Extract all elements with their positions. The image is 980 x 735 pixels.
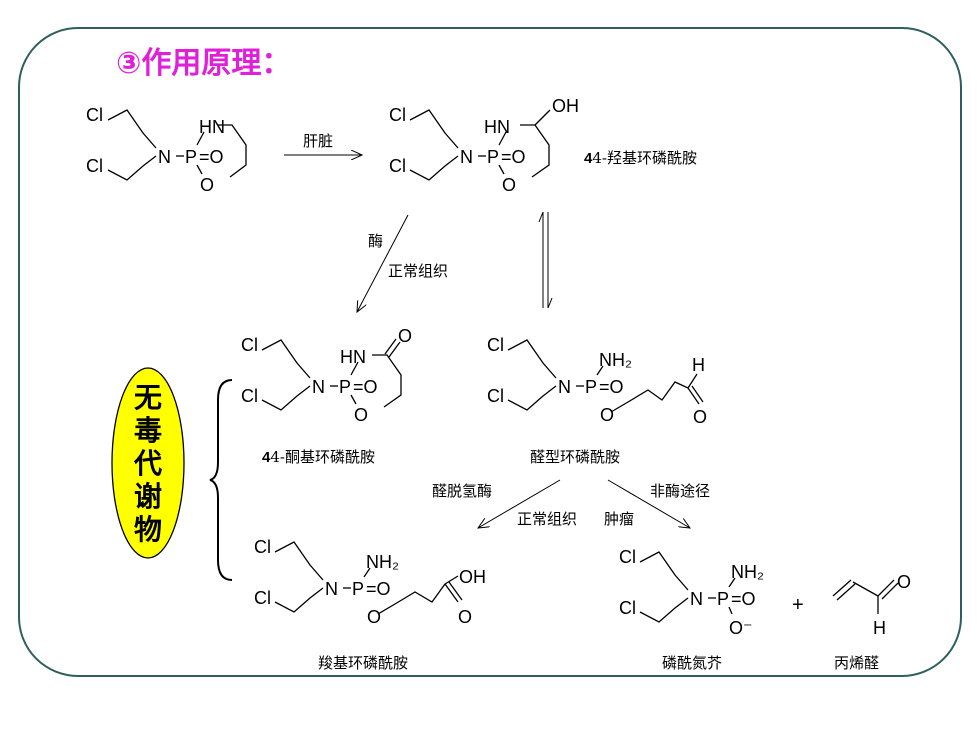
atom-o: O [600, 405, 614, 425]
keto-cyclophosphamide-label: 44-酮基环磷酰胺 [262, 448, 375, 466]
atom-o: O [693, 407, 707, 427]
atom-n: N [158, 147, 171, 167]
atom-o: O [367, 607, 381, 627]
acrolein-label: 丙烯醛 [834, 655, 879, 672]
atom-p: P [585, 377, 597, 397]
aldophosphamide-label: 醛型环磷酰胺 [530, 449, 620, 466]
atom-oh: OH [459, 567, 486, 587]
atom-hn: HN [484, 117, 510, 137]
atom-p: P [717, 589, 729, 609]
carboxyphosphamide-label: 羧基环磷酰胺 [318, 654, 408, 672]
atom-p: P [352, 579, 364, 599]
atom-double-o: =O [501, 147, 526, 167]
atom-cl: Cl [389, 105, 406, 125]
atom-cl: Cl [241, 386, 258, 406]
atom-cl: Cl [487, 335, 504, 355]
oval-char: 无 [134, 382, 162, 413]
atom-h: H [873, 618, 886, 638]
atom-n: N [558, 377, 571, 397]
aldh-label: 醛脱氢酶 [432, 483, 492, 500]
atom-cl: Cl [86, 105, 103, 125]
enzyme-label: 酶 [368, 233, 383, 250]
atom-cl: Cl [254, 537, 271, 557]
atom-p: P [339, 377, 351, 397]
oval-char: 物 [134, 514, 162, 545]
atom-nh2: NH₂ [599, 350, 632, 370]
atom-cl: Cl [389, 156, 406, 176]
atom-cl: Cl [619, 598, 636, 618]
atom-oh: OH [552, 96, 579, 116]
slide-title: ③作用原理： [116, 46, 292, 81]
hydroxy-cyclophosphamide-structure: Cl Cl N P HN =O O OH [389, 96, 579, 195]
oval-char: 毒 [134, 415, 162, 446]
atom-nh2: NH₂ [366, 552, 399, 572]
oval-char: 代 [133, 448, 162, 479]
acrolein-structure: O H [832, 572, 911, 638]
atom-p: P [487, 147, 499, 167]
atom-hn: HN [199, 117, 225, 137]
atom-cl: Cl [241, 335, 258, 355]
hydroxy-cyclophosphamide-label: 44-羟基环磷酰胺 [584, 149, 697, 167]
oval-char: 谢 [134, 481, 162, 512]
atom-h: H [692, 355, 705, 375]
phosphoramide-mustard-label: 磷酰氮芥 [662, 655, 722, 672]
atom-o: O [897, 572, 911, 592]
aldophosphamide-structure: Cl Cl N P NH₂ =O O H O [487, 335, 707, 427]
atom-o: O [200, 175, 214, 195]
atom-o: O [458, 607, 472, 627]
atom-n: N [460, 147, 473, 167]
atom-n: N [325, 579, 338, 599]
atom-n: N [312, 377, 325, 397]
keto-cyclophosphamide-structure: Cl Cl N P HN =O O O [241, 326, 412, 425]
atom-double-o: =O [199, 147, 224, 167]
carboxyphosphamide-structure: Cl Cl N P NH₂ =O O OH O [254, 537, 486, 627]
atom-p: P [185, 147, 197, 167]
atom-cl: Cl [254, 588, 271, 608]
cyclophosphamide-structure: Cl Cl N P HN =O O [86, 105, 247, 195]
phosphoramide-mustard-structure: Cl Cl N P NH₂ =O O⁻ [619, 547, 764, 638]
non-toxic-metabolites-oval: 无 毒 代 谢 物 [111, 367, 185, 559]
liver-label: 肝脏 [303, 133, 333, 150]
atom-double-o: =O [731, 589, 756, 609]
atom-cl: Cl [487, 386, 504, 406]
atom-double-o: =O [599, 377, 624, 397]
brace [209, 379, 233, 581]
tumor-label: 肿瘤 [604, 511, 634, 528]
atom-cl: Cl [86, 156, 103, 176]
atom-double-o: =O [366, 579, 391, 599]
normal-tissue-label: 正常组织 [388, 263, 448, 280]
atom-double-o: =O [353, 377, 378, 397]
atom-cl: Cl [619, 547, 636, 567]
slide-frame [18, 27, 962, 677]
atom-o: O [354, 405, 368, 425]
normal-tissue-label: 正常组织 [517, 511, 577, 528]
atom-o: O [502, 175, 516, 195]
atom-hn: HN [340, 347, 366, 367]
atom-nh2: NH₂ [731, 562, 764, 582]
atom-o: O [398, 326, 412, 346]
plus-sign: + [792, 594, 804, 616]
atom-n: N [690, 589, 703, 609]
equilibrium-arrows [538, 211, 553, 309]
atom-o-minus: O⁻ [729, 618, 753, 638]
non-enzymatic-label: 非酶途径 [650, 483, 710, 500]
